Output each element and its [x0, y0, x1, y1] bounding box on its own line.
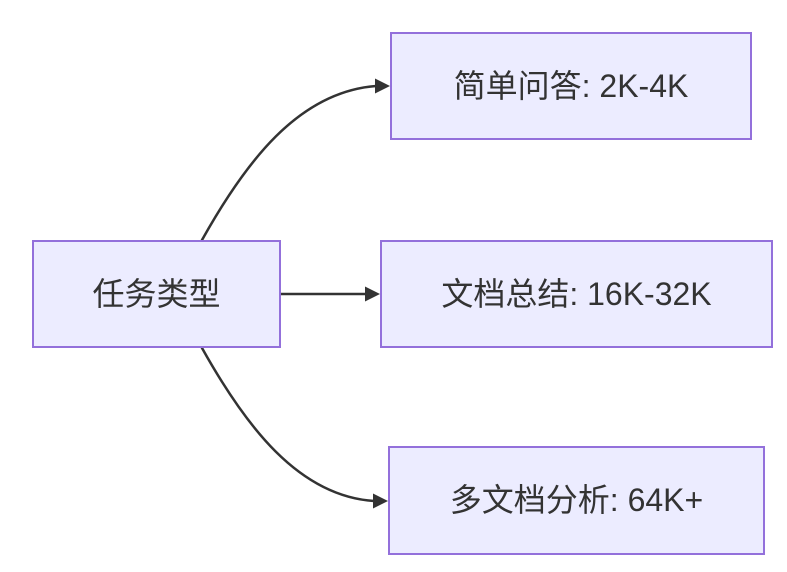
node-doc-summary: 文档总结: 16K-32K	[380, 240, 773, 348]
node-multi-doc-analysis: 多文档分析: 64K+	[388, 446, 765, 555]
node-simple-qa-label: 简单问答: 2K-4K	[453, 67, 689, 104]
node-multi-doc-analysis-label: 多文档分析: 64K+	[449, 482, 704, 519]
edge-line	[200, 346, 376, 503]
node-doc-summary-label: 文档总结: 16K-32K	[441, 275, 712, 312]
edge-task-type-to-simple-qa	[200, 78, 390, 242]
arrowhead-icon	[375, 78, 390, 94]
arrowhead-icon	[365, 286, 380, 302]
edge-task-type-to-doc-summary	[279, 286, 380, 302]
node-simple-qa: 简单问答: 2K-4K	[390, 32, 752, 140]
node-task-type: 任务类型	[32, 240, 281, 348]
edge-task-type-to-multi-doc-analysis	[200, 346, 388, 509]
edge-line	[200, 84, 378, 242]
arrowhead-icon	[373, 493, 388, 509]
node-task-type-label: 任务类型	[92, 275, 221, 312]
